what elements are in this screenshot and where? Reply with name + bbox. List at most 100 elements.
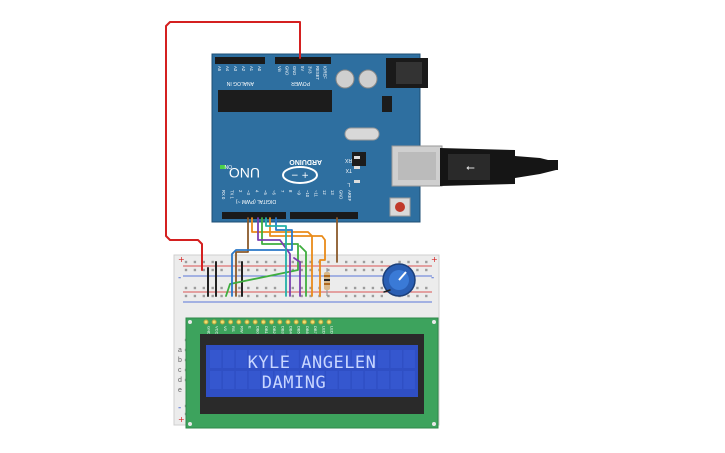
lcd-pin-label: VCC bbox=[215, 326, 220, 335]
usb-cable[interactable]: ⭠ bbox=[391, 145, 558, 187]
reset-button-cap[interactable] bbox=[395, 202, 405, 212]
analog-pin-label: A0 bbox=[257, 66, 262, 72]
lcd-pin bbox=[269, 319, 275, 325]
lcd-pin bbox=[228, 319, 234, 325]
power-header bbox=[275, 57, 331, 64]
digital-pin-label: 2 bbox=[238, 190, 243, 193]
power-pin-label: RESET bbox=[315, 66, 320, 80]
digital-label: DIGITAL (PWM ~) bbox=[236, 198, 276, 204]
lcd-line-2: DAMING bbox=[262, 373, 326, 393]
rx-label: RX bbox=[344, 157, 352, 163]
usb-symbol-icon: ⭠ bbox=[466, 161, 475, 174]
lcd-pin-label: V0 bbox=[223, 326, 228, 332]
digital-pin-label: ~3 bbox=[246, 190, 251, 195]
lcd-pin bbox=[293, 319, 299, 325]
lcd-pin-label: LED bbox=[321, 326, 326, 334]
lcd-pin-label: DB6 bbox=[305, 326, 310, 335]
lcd-pin bbox=[301, 319, 307, 325]
lcd-pin bbox=[244, 319, 250, 325]
rail-plus-label: + bbox=[178, 255, 185, 264]
lcd-pin-label: DB4 bbox=[289, 326, 294, 335]
row-letter: a bbox=[178, 347, 182, 354]
model-label: UNO bbox=[229, 165, 260, 181]
on-led bbox=[220, 165, 226, 169]
lcd-pin-label: LED bbox=[330, 326, 335, 334]
row-letter: c bbox=[178, 367, 182, 374]
lcd-pin bbox=[326, 319, 332, 325]
svg-text:− +: − + bbox=[291, 171, 309, 181]
rail-plus-label-bottom: + bbox=[178, 415, 185, 424]
lcd-pin bbox=[219, 319, 225, 325]
wire-pot bbox=[383, 289, 391, 293]
digital-header-low bbox=[222, 212, 286, 219]
wire-purple bbox=[257, 217, 291, 297]
digital-pin-label: ~11 bbox=[313, 190, 318, 197]
wire-orange-2 bbox=[251, 217, 313, 297]
lcd-pin-label: DB2 bbox=[272, 326, 277, 335]
digital-pin-label: ~5 bbox=[263, 190, 268, 195]
analog-pin-label: A3 bbox=[233, 66, 238, 72]
lcd-pin bbox=[211, 319, 217, 325]
analog-pin-label: A4 bbox=[225, 66, 230, 72]
lcd-pin-label: E bbox=[248, 326, 253, 329]
lcd-pin bbox=[203, 319, 209, 325]
digital-pin-label: ~10 bbox=[305, 190, 310, 198]
analog-pin-label: A2 bbox=[241, 66, 246, 72]
digital-pin-label: 12 bbox=[322, 190, 327, 195]
digital-pin-label: 7 bbox=[280, 190, 285, 193]
digital-header-high bbox=[290, 212, 358, 219]
lcd-pin bbox=[252, 319, 258, 325]
lcd-pin bbox=[277, 319, 283, 325]
rail-plus-label-right: + bbox=[431, 255, 438, 264]
lcd-pin bbox=[260, 319, 266, 325]
tx-label: TX bbox=[345, 167, 352, 173]
l-label: L bbox=[347, 181, 350, 187]
digital-pin-label: ~6 bbox=[271, 190, 276, 195]
lcd-line-1: KYLE ANGELEN bbox=[248, 353, 377, 373]
power-label: POWER bbox=[291, 80, 310, 86]
arduino-uno-board[interactable]: − + UNO ARDUINO ON RX TX L DIGITAL (PWM … bbox=[211, 53, 428, 223]
wire-purple-2 bbox=[293, 257, 301, 297]
wire-blue bbox=[231, 217, 293, 297]
resistor[interactable] bbox=[324, 268, 330, 296]
wires bbox=[165, 21, 391, 297]
lcd-pin-label: RW bbox=[239, 326, 244, 333]
power-pin-label: 3V3 bbox=[307, 66, 312, 74]
lcd-pin-label: DB7 bbox=[313, 326, 318, 335]
analog-pin-label: A5 bbox=[217, 66, 222, 72]
lcd-pin bbox=[310, 319, 316, 325]
brand-label: ARDUINO bbox=[289, 158, 322, 165]
atmega-chip bbox=[218, 90, 332, 112]
lcd-pin-label: DB1 bbox=[264, 326, 269, 335]
power-pin-label: GND bbox=[285, 66, 290, 75]
rail-minus-label-bottom: - bbox=[178, 403, 181, 413]
row-letter: e bbox=[178, 387, 182, 394]
wire-green-2 bbox=[299, 245, 307, 297]
digital-pin-label: TX 1 bbox=[229, 190, 234, 200]
wire-brown-1 bbox=[235, 217, 249, 297]
wire-orange bbox=[269, 217, 326, 297]
digital-pin-label: AREF bbox=[347, 190, 352, 202]
row-letter: b bbox=[178, 357, 182, 364]
wire-teal bbox=[265, 217, 287, 297]
capacitor-1 bbox=[335, 69, 355, 89]
digital-pin-label: ~9 bbox=[297, 190, 302, 195]
lcd-pin-label: GND bbox=[207, 326, 212, 335]
digital-pin-label: 8 bbox=[288, 190, 293, 193]
lcd-pin bbox=[236, 319, 242, 325]
power-pin-label: GND bbox=[292, 66, 297, 75]
power-pin-label: Vin bbox=[277, 66, 282, 73]
digital-pin-label: 4 bbox=[255, 190, 260, 193]
lcd-pin-label: DB5 bbox=[297, 326, 302, 335]
potentiometer[interactable] bbox=[382, 263, 416, 297]
lcd-pin-label: DB0 bbox=[256, 326, 261, 335]
power-pin-label: IOREF bbox=[323, 66, 328, 79]
lcd-pin bbox=[318, 319, 324, 325]
analog-label: ANALOG IN bbox=[226, 80, 254, 86]
